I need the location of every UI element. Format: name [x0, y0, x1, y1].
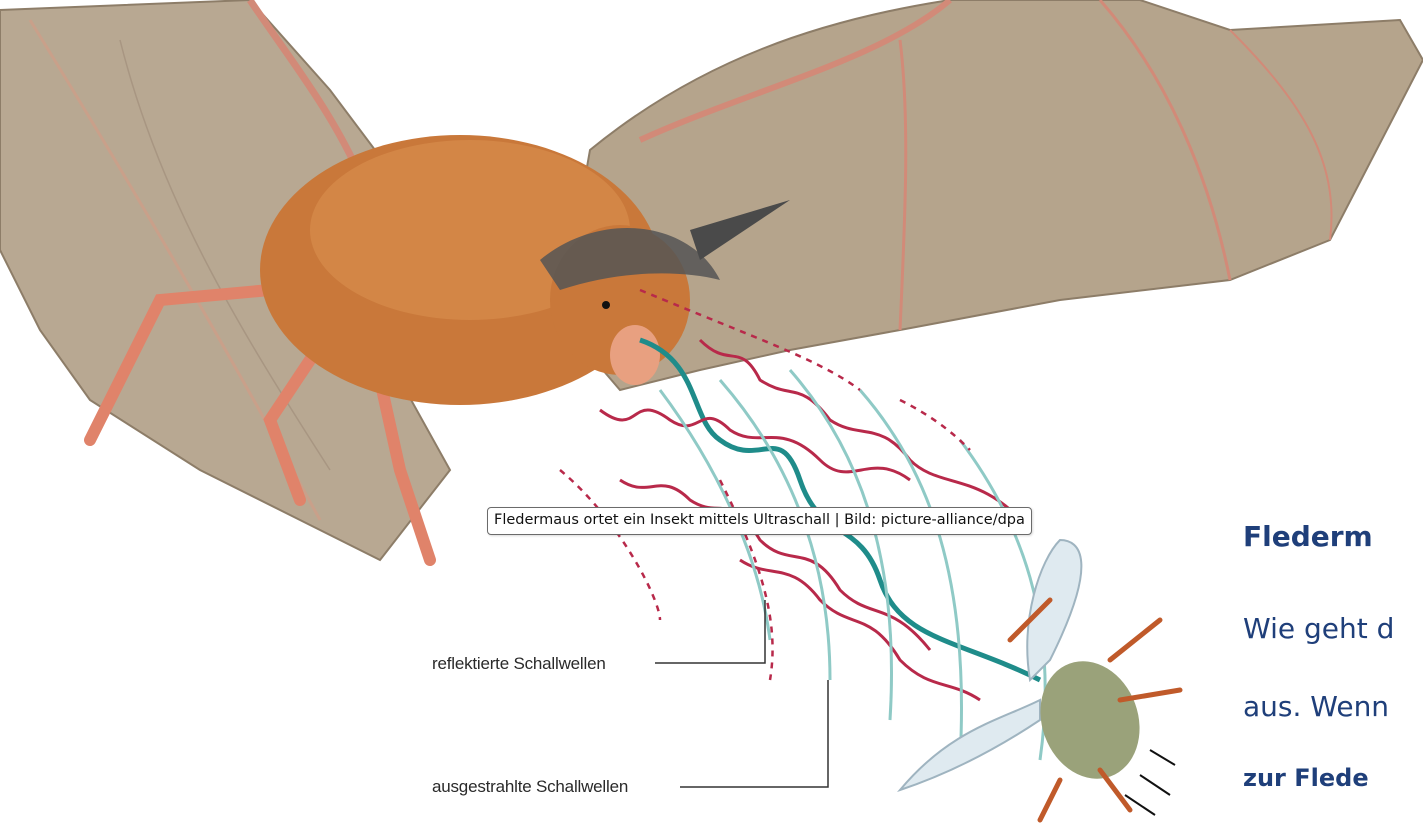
article-text-line-2: aus. Wenn	[1243, 690, 1389, 723]
image-caption-tooltip: Fledermaus ortet ein Insekt mittels Ultr…	[487, 507, 1032, 535]
article-panel: Flederm Wie geht d aus. Wenn zur Flede	[1243, 520, 1423, 830]
article-link[interactable]: zur Flede	[1243, 764, 1369, 792]
right-wing	[560, 0, 1423, 390]
label-leaders	[655, 600, 828, 787]
emitted-waves-label: ausgestrahlte Schallwellen	[432, 777, 628, 797]
article-text-line-1: Wie geht d	[1243, 612, 1394, 645]
reflected-waves-label: reflektierte Schallwellen	[432, 654, 606, 674]
article-heading: Flederm	[1243, 520, 1373, 553]
